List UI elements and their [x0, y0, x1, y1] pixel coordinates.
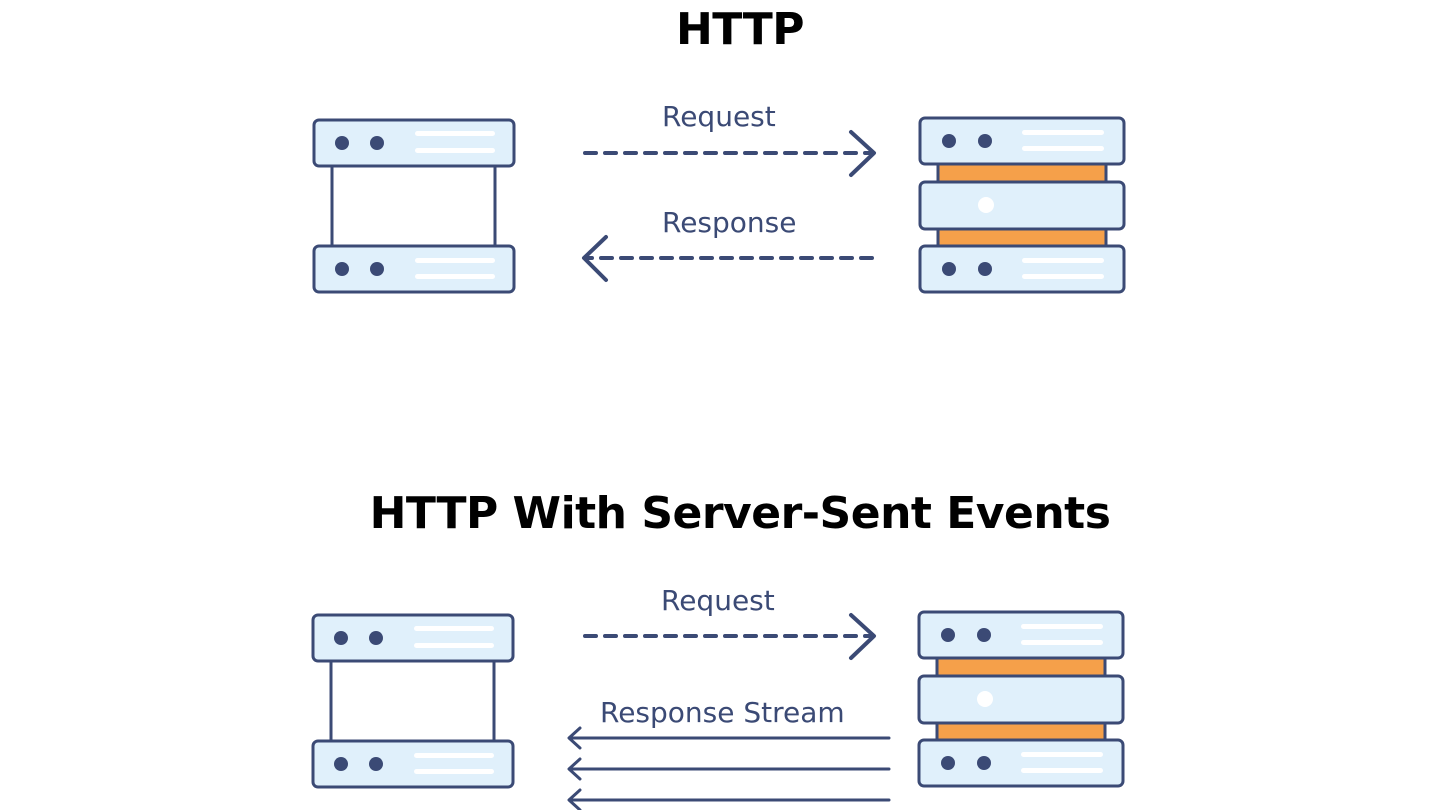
- sse-title: HTTP With Server-Sent Events: [369, 488, 1111, 539]
- server-icon: [918, 116, 1126, 294]
- sse-response-stream-label: Response Stream: [600, 696, 845, 729]
- http-title: HTTP: [675, 4, 805, 55]
- http-request-label: Request: [662, 100, 776, 133]
- http-response-label: Response: [662, 206, 797, 239]
- sse-server-icon: [917, 610, 1125, 788]
- sse-response-stream-arrows: [567, 726, 891, 810]
- sse-request-arrow: [583, 613, 876, 660]
- http-request-arrow: [583, 130, 876, 177]
- sse-request-label: Request: [661, 584, 775, 617]
- http-response-arrow: [582, 235, 874, 282]
- sse-client-icon: [311, 613, 515, 789]
- client-icon: [312, 118, 516, 294]
